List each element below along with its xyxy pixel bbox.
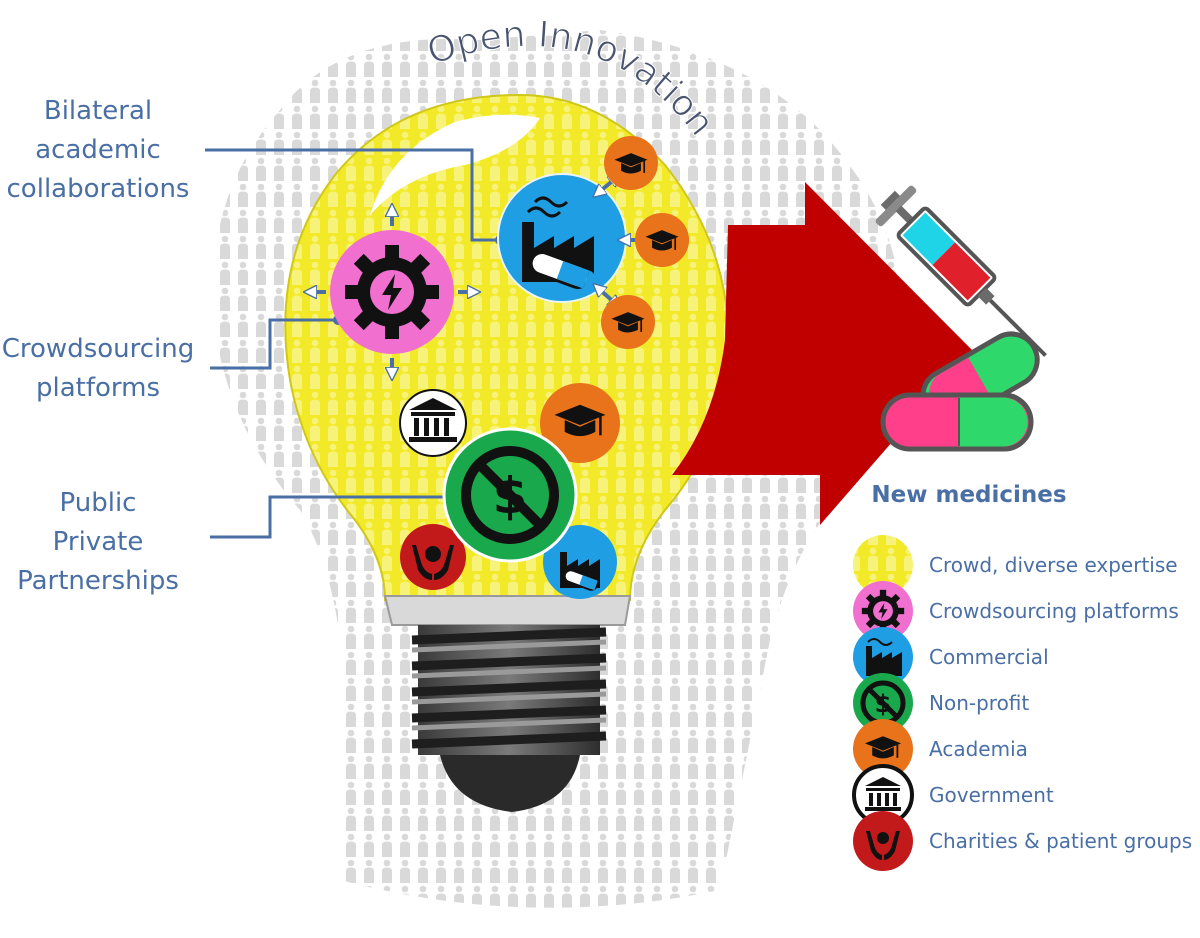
legend-label-academia: Academia	[929, 736, 1028, 762]
academia-node-small	[604, 136, 658, 190]
legend-label-government: Government	[929, 782, 1054, 808]
pill-icon-front	[883, 395, 1031, 449]
non-profit-node: $	[444, 429, 576, 561]
label-line: academic	[0, 131, 196, 170]
legend-label-crowdsourcing: Crowdsourcing platforms	[929, 598, 1179, 624]
legend-label-commercial: Commercial	[929, 644, 1049, 670]
svg-text:$: $	[493, 467, 528, 525]
label-line: collaborations	[0, 170, 196, 209]
academia-node-small	[635, 213, 689, 267]
label-crowdsourcing-platforms: Crowdsourcing platforms	[0, 330, 196, 408]
label-line: Partnerships	[0, 562, 196, 601]
legend-label-non-profit: Non-profit	[929, 690, 1029, 716]
new-medicines-label: New medicines	[862, 480, 1076, 510]
svg-text:$: $	[875, 690, 892, 718]
bulb-collar	[385, 596, 630, 625]
legend: $	[853, 535, 913, 871]
label-public-private-partnerships: Public Private Partnerships	[0, 484, 196, 601]
legend-label-charities: Charities & patient groups	[929, 828, 1192, 854]
legend-hands-icon	[853, 811, 913, 871]
label-line: Bilateral	[0, 92, 196, 131]
label-line: Crowdsourcing	[0, 330, 196, 369]
label-bilateral-collaborations: Bilateral academic collaborations	[0, 92, 196, 209]
government-node	[400, 390, 466, 456]
label-line: Public	[0, 484, 196, 523]
label-line: Private	[0, 523, 196, 562]
academia-node-small	[601, 295, 655, 349]
legend-label-crowd: Crowd, diverse expertise	[929, 552, 1178, 578]
label-line: platforms	[0, 369, 196, 408]
gear-icon	[345, 245, 439, 339]
